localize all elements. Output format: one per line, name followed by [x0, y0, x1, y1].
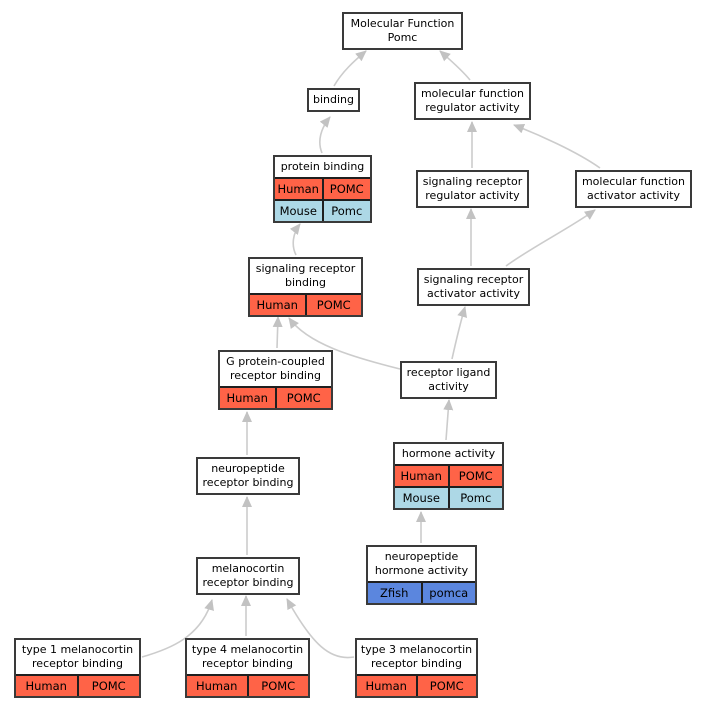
- edge-signaling-receptor-binding-to-protein-binding: [289, 223, 301, 256]
- annotation-species[interactable]: Human: [275, 179, 322, 199]
- node-neuropeptide-receptor-binding[interactable]: neuropeptide receptor binding: [196, 457, 300, 495]
- annotation-species[interactable]: Human: [395, 466, 448, 486]
- annotation-species[interactable]: Human: [16, 676, 77, 696]
- annotation-species[interactable]: Human: [220, 388, 275, 408]
- edge-g-protein-coupled-receptor-binding-to-signaling-receptor-binding: [272, 316, 283, 349]
- edge-molecular-function-activator-activity-to-molecular-function-regulator-activity: [513, 123, 601, 169]
- node-label: signaling receptor activator activity: [419, 270, 528, 304]
- node-label: G protein-coupled receptor binding: [220, 352, 331, 386]
- edge-type-3-melanocortin-receptor-binding-to-melanocortin-receptor-binding: [286, 598, 355, 659]
- node-label: melanocortin receptor binding: [198, 559, 298, 593]
- annotation-gene[interactable]: Pomc: [447, 488, 502, 508]
- annotation-gene[interactable]: POMC: [76, 676, 139, 696]
- annotation-species[interactable]: Human: [357, 676, 416, 696]
- node-label: type 3 melanocortin receptor binding: [357, 640, 476, 674]
- node-label: type 4 melanocortin receptor binding: [187, 640, 308, 674]
- annotation-species[interactable]: Human: [250, 295, 305, 315]
- node-label: receptor ligand activity: [402, 363, 495, 397]
- node-melanocortin-receptor-binding[interactable]: melanocortin receptor binding: [196, 557, 300, 595]
- node-label: protein binding: [275, 157, 370, 177]
- edge-binding-to-molecular-function-pomc: [333, 50, 367, 87]
- annotation-gene[interactable]: POMC: [274, 388, 331, 408]
- node-label: hormone activity: [395, 444, 502, 464]
- annotation-species[interactable]: Mouse: [395, 488, 448, 508]
- node-molecular-function-activator-activity[interactable]: molecular function activator activity: [575, 170, 692, 208]
- node-binding[interactable]: binding: [307, 88, 360, 112]
- annotation-gene[interactable]: POMC: [304, 295, 361, 315]
- edge-receptor-ligand-activity-to-signaling-receptor-binding: [288, 317, 401, 370]
- node-label: molecular function activator activity: [577, 172, 690, 206]
- node-receptor-ligand-activity[interactable]: receptor ligand activity: [400, 361, 497, 399]
- annotation-gene[interactable]: POMC: [447, 466, 502, 486]
- node-molecular-function-regulator-activity[interactable]: molecular function regulator activity: [414, 82, 531, 120]
- edge-signaling-receptor-activator-activity-to-molecular-function-activator-activity: [505, 209, 596, 267]
- annotation-species[interactable]: Zfish: [368, 583, 421, 603]
- node-label: binding: [309, 90, 358, 110]
- node-label: signaling receptor regulator activity: [418, 172, 527, 206]
- node-signaling-receptor-activator-activity[interactable]: signaling receptor activator activity: [417, 268, 530, 306]
- edge-hormone-activity-to-receptor-ligand-activity: [443, 399, 454, 441]
- node-label: neuropeptide receptor binding: [198, 459, 298, 493]
- node-label: molecular function regulator activity: [416, 84, 529, 118]
- node-signaling-receptor-regulator-activity[interactable]: signaling receptor regulator activity: [416, 170, 529, 208]
- edge-type-1-melanocortin-receptor-binding-to-melanocortin-receptor-binding: [141, 599, 214, 658]
- annotation-gene[interactable]: Pomc: [321, 201, 370, 221]
- edge-protein-binding-to-binding: [319, 116, 331, 154]
- node-label: signaling receptor binding: [250, 259, 361, 293]
- node-label: type 1 melanocortin receptor binding: [16, 640, 139, 674]
- annotation-species[interactable]: Mouse: [275, 201, 322, 221]
- edge-receptor-ligand-activity-to-signaling-receptor-activator-activity: [451, 306, 467, 360]
- node-label: Molecular Function Pomc: [344, 14, 461, 48]
- annotation-gene[interactable]: POMC: [415, 676, 476, 696]
- edge-molecular-function-regulator-activity-to-molecular-function-pomc: [439, 50, 471, 81]
- node-molecular-function-pomc[interactable]: Molecular Function Pomc: [342, 12, 463, 50]
- annotation-gene[interactable]: POMC: [246, 676, 308, 696]
- annotation-gene[interactable]: POMC: [321, 179, 370, 199]
- node-label: neuropeptide hormone activity: [368, 547, 475, 581]
- annotation-gene[interactable]: pomca: [420, 583, 475, 603]
- annotation-species[interactable]: Human: [187, 676, 247, 696]
